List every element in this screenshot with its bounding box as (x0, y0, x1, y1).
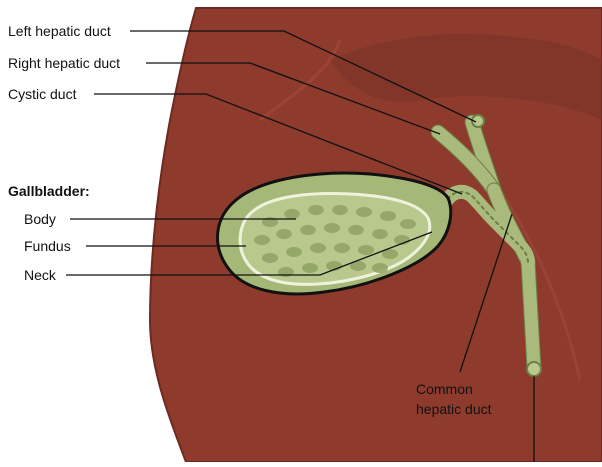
mucosa-fold (276, 229, 292, 239)
label-cystic-duct: Cystic duct (8, 86, 77, 102)
leader-left-hepatic-duct (130, 30, 477, 123)
mucosa-fold (310, 243, 326, 253)
common-bile-duct-end (526, 361, 542, 377)
mucosa-fold (358, 245, 374, 255)
mucosa-fold (332, 205, 348, 215)
mucosa-fold (372, 263, 388, 273)
liver-highlight (259, 39, 342, 122)
leader-cystic-duct (94, 93, 463, 195)
mucosa-fold (262, 253, 278, 263)
leader-right-hepatic-duct (146, 62, 441, 135)
leader-common-hepatic-duct (459, 213, 513, 373)
mucosa-fold (308, 205, 324, 215)
mucosa-fold (300, 225, 316, 235)
labels: Left hepatic duct Right hepatic duct Cys… (8, 23, 492, 417)
label-left-hepatic-duct: Left hepatic duct (8, 23, 111, 39)
mucosa-folds (254, 205, 416, 277)
leader-lines (66, 30, 535, 462)
cystic-duct-spiral-valve (443, 190, 529, 263)
label-common-hepatic-duct-line2: hepatic duct (416, 401, 492, 417)
label-gallbladder-heading: Gallbladder: (8, 183, 90, 199)
mucosa-fold (302, 263, 318, 273)
mucosa-fold (334, 243, 350, 253)
mucosa-fold (286, 247, 302, 257)
label-body: Body (24, 211, 56, 227)
label-neck: Neck (24, 267, 57, 283)
label-right-hepatic-duct: Right hepatic duct (8, 55, 120, 71)
mucosa-fold (382, 249, 398, 259)
leader-neck (66, 231, 433, 276)
mucosa-fold (400, 219, 416, 229)
mucosa-fold (284, 209, 300, 219)
mucosa-fold (324, 223, 340, 233)
label-common-hepatic-duct-line1: Common (416, 381, 473, 397)
common-bile-duct (521, 255, 541, 375)
mucosa-fold (348, 225, 364, 235)
mucosa-fold (380, 211, 396, 221)
bile-ducts (430, 114, 542, 377)
label-fundus: Fundus (24, 238, 71, 254)
mucosa-fold (372, 229, 388, 239)
mucosa-fold (254, 235, 270, 245)
liver-shading (330, 34, 602, 120)
mucosa-fold (350, 261, 366, 271)
left-hepatic-duct-end (471, 114, 485, 128)
gallbladder (216, 171, 453, 296)
mucosa-fold (356, 207, 372, 217)
